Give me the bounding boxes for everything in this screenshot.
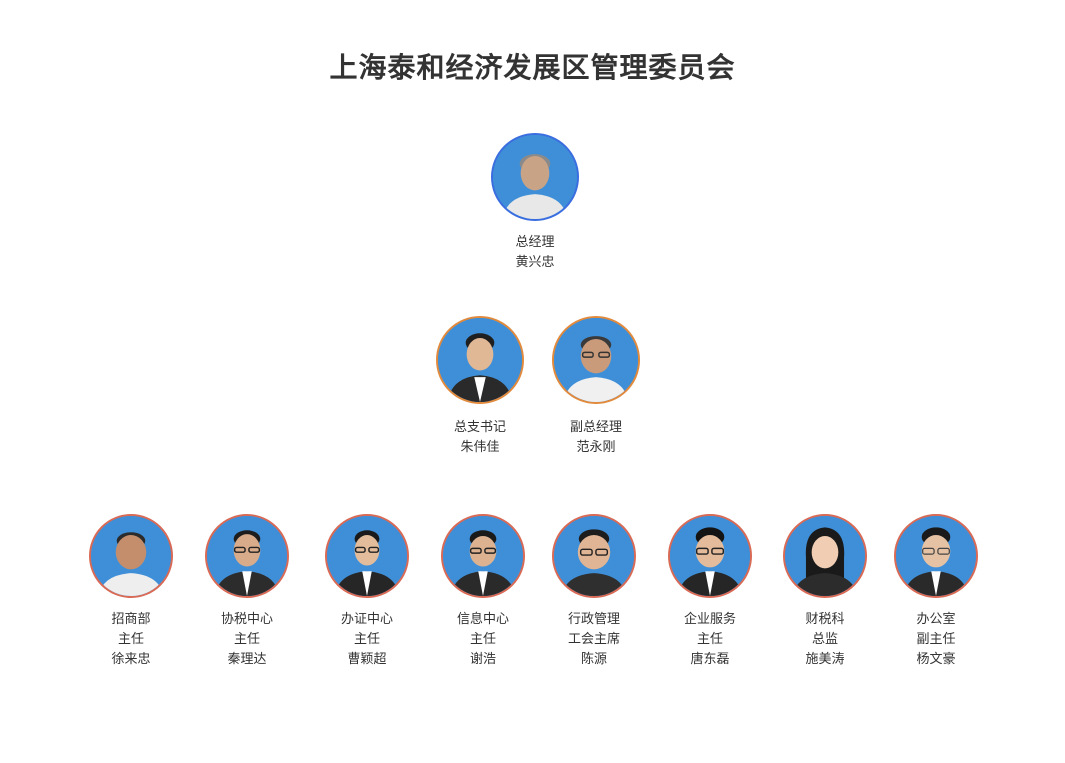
member-department: 企业服务: [683, 612, 736, 627]
avatar[interactable]: [491, 133, 579, 221]
member-role: 主任: [233, 632, 260, 647]
person-photo-icon: [896, 516, 976, 596]
org-member-department[interactable]: 办公室 副主任 杨文豪: [866, 514, 1006, 670]
member-role: 副总经理: [569, 420, 622, 435]
org-member-department[interactable]: 企业服务 主任 唐东磊: [640, 514, 780, 670]
avatar[interactable]: [552, 316, 640, 404]
person-photo-icon: [327, 516, 407, 596]
avatar[interactable]: [783, 514, 867, 598]
org-member-deputy[interactable]: 总支书记 朱伟佳: [410, 316, 550, 458]
org-member-department[interactable]: 行政管理 工会主席 陈源: [524, 514, 664, 670]
avatar[interactable]: [894, 514, 978, 598]
member-role: 主任: [696, 632, 723, 647]
member-role: 副主任: [916, 632, 956, 647]
person-photo-icon: [91, 516, 171, 596]
member-name: 施美涛: [805, 652, 845, 667]
org-member-department[interactable]: 信息中心 主任 谢浩: [413, 514, 553, 670]
member-department: 协税中心: [220, 612, 273, 627]
member-department: 办公室: [916, 612, 956, 627]
member-department: 信息中心: [456, 612, 509, 627]
avatar[interactable]: [89, 514, 173, 598]
person-photo-icon: [207, 516, 287, 596]
member-department: 财税科: [805, 612, 845, 627]
member-role: 主任: [117, 632, 144, 647]
member-name: 徐来忠: [111, 652, 151, 667]
avatar[interactable]: [325, 514, 409, 598]
avatar[interactable]: [441, 514, 525, 598]
member-name: 秦理达: [227, 652, 267, 667]
person-photo-icon: [554, 318, 638, 402]
member-role: 总监: [811, 632, 838, 647]
member-name: 范永刚: [576, 440, 616, 455]
org-member-department[interactable]: 招商部 主任 徐来忠: [61, 514, 201, 670]
member-department: 行政管理: [567, 612, 620, 627]
member-name: 唐东磊: [690, 652, 730, 667]
org-member-leader[interactable]: 总经理 黄兴忠: [465, 133, 605, 273]
person-photo-icon: [554, 516, 634, 596]
member-name: 陈源: [580, 652, 607, 667]
member-role: 主任: [469, 632, 496, 647]
member-name: 黄兴忠: [515, 255, 555, 270]
person-photo-icon: [438, 318, 522, 402]
person-photo-icon: [443, 516, 523, 596]
member-role: 总支书记: [453, 420, 506, 435]
avatar[interactable]: [552, 514, 636, 598]
org-member-department[interactable]: 办证中心 主任 曹颖超: [297, 514, 437, 670]
person-photo-icon: [785, 516, 865, 596]
person-photo-icon: [493, 135, 577, 219]
avatar[interactable]: [205, 514, 289, 598]
member-name: 谢浩: [469, 652, 496, 667]
avatar[interactable]: [668, 514, 752, 598]
member-name: 朱伟佳: [460, 440, 500, 455]
member-name: 杨文豪: [916, 652, 956, 667]
member-role: 总经理: [515, 235, 555, 250]
page-title: 上海泰和经济发展区管理委员会: [329, 51, 736, 84]
person-photo-icon: [670, 516, 750, 596]
member-role: 主任: [353, 632, 380, 647]
org-member-deputy[interactable]: 副总经理 范永刚: [526, 316, 666, 458]
member-name: 曹颖超: [347, 652, 387, 667]
avatar[interactable]: [436, 316, 524, 404]
member-role: 工会主席: [567, 632, 620, 647]
member-department: 办证中心: [340, 612, 393, 627]
org-member-department[interactable]: 财税科 总监 施美涛: [755, 514, 895, 670]
org-member-department[interactable]: 协税中心 主任 秦理达: [177, 514, 317, 670]
member-department: 招商部: [111, 612, 151, 627]
